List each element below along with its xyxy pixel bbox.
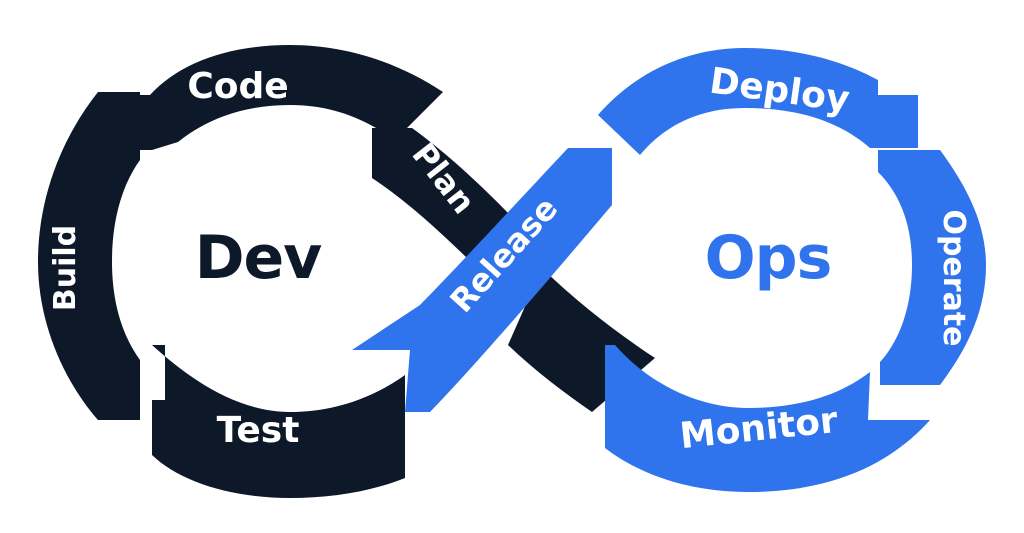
ops-segment-deploy — [598, 48, 918, 155]
dev-title: Dev — [195, 223, 322, 293]
ops-segment-release — [352, 148, 612, 412]
label-operate: Operate — [936, 209, 971, 346]
label-code: Code — [187, 66, 288, 107]
ops-title: Ops — [705, 223, 832, 293]
ops-segment-operate — [878, 150, 986, 385]
dev-loop — [38, 45, 655, 498]
label-build: Build — [48, 225, 83, 311]
dev-segment-test — [152, 345, 405, 498]
ops-segment-monitor — [605, 345, 930, 492]
dev-segment-build — [38, 92, 140, 420]
dev-segment-code — [100, 45, 443, 150]
dev-segment-plan — [372, 128, 510, 258]
label-test: Test — [217, 410, 300, 451]
ops-loop — [352, 48, 986, 492]
